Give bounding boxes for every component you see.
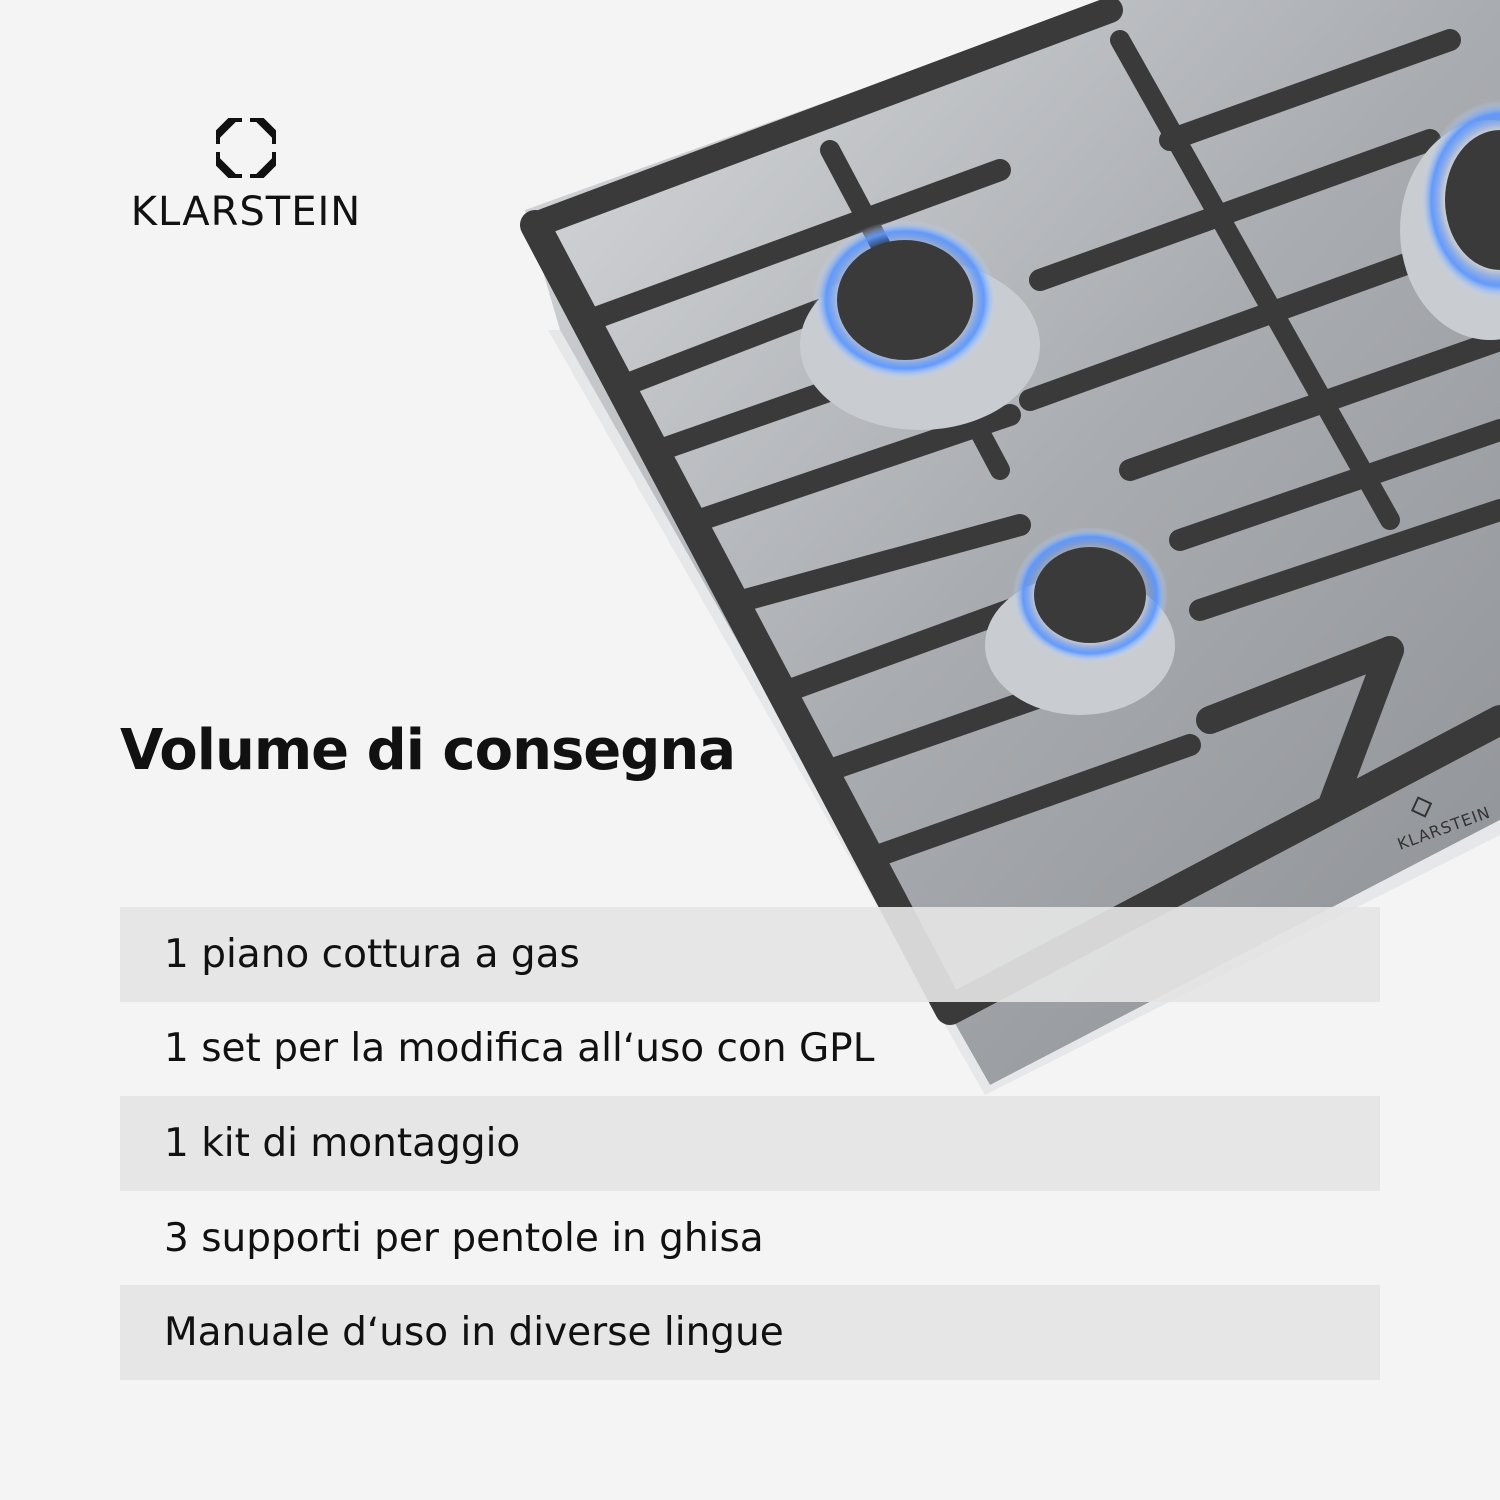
burner-rear-left — [800, 220, 1040, 430]
brand-name: KLARSTEIN — [130, 189, 362, 235]
list-item: Manuale d‘uso in diverse lingue — [120, 1285, 1380, 1380]
list-item: 1 piano cottura a gas — [120, 907, 1380, 1002]
cast-iron-grate — [520, 0, 1500, 1025]
delivery-contents-list: 1 piano cottura a gas 1 set per la modif… — [120, 907, 1380, 1380]
list-item: 3 supporti per pentole in ghisa — [164, 1215, 764, 1261]
list-item: 1 kit di montaggio — [120, 1096, 1380, 1191]
brand-logo: KLARSTEIN — [118, 118, 374, 232]
klarstein-mark-icon — [216, 118, 276, 178]
burner-right — [1400, 100, 1500, 340]
section-heading: Volume di consegna — [120, 718, 736, 783]
burner-front — [985, 527, 1175, 715]
list-item: 1 set per la modifica all‘uso con GPL — [164, 1026, 875, 1072]
